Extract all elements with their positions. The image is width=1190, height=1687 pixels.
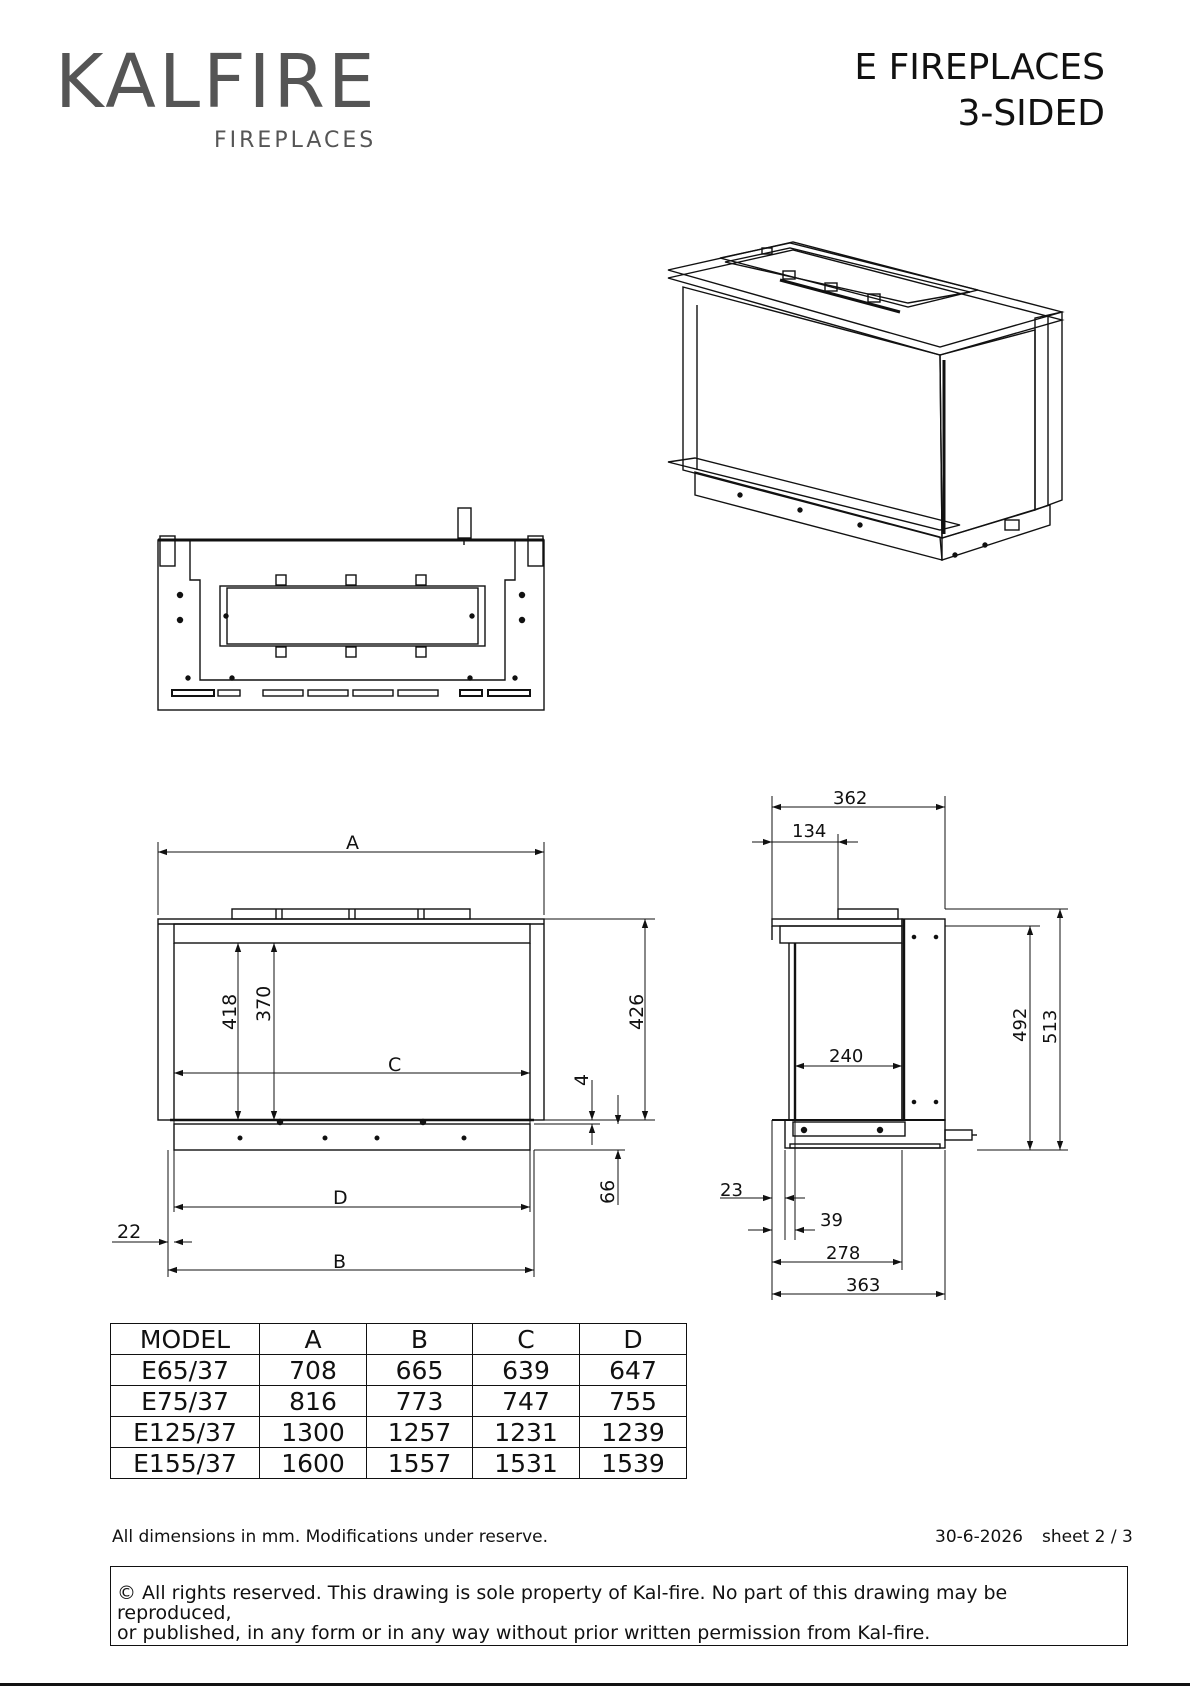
front-view xyxy=(157,908,545,1151)
brand-logo: KALFIRE xyxy=(55,39,378,125)
table-cell: E125/37 xyxy=(110,1416,260,1448)
table-row: E65/37 708 665 639 647 xyxy=(110,1354,687,1386)
dim-label-492: 492 xyxy=(1010,1008,1031,1042)
table-header-a: A xyxy=(259,1323,367,1355)
copyright-box: © All rights reserved. This drawing is s… xyxy=(110,1566,1128,1646)
top-view xyxy=(157,507,545,711)
table-cell: 1539 xyxy=(579,1447,687,1479)
page-bottom-rule xyxy=(0,1683,1190,1686)
dim-label-240: 240 xyxy=(829,1046,863,1067)
copyright-line-2: or published, in any form or in any way … xyxy=(117,1622,931,1644)
table-header-row: MODEL A B C D xyxy=(110,1323,687,1355)
table-cell: 1557 xyxy=(366,1447,473,1479)
side-view-dimensions xyxy=(720,796,1068,1300)
copyright-line-1: © All rights reserved. This drawing is s… xyxy=(117,1582,1008,1624)
table-cell: 708 xyxy=(259,1354,367,1386)
dim-label-513: 513 xyxy=(1040,1010,1061,1044)
brand-logo-subtitle: FIREPLACES xyxy=(214,128,377,153)
table-cell: 1231 xyxy=(472,1416,580,1448)
dim-label-363: 363 xyxy=(846,1275,880,1296)
dim-label-66: 66 xyxy=(597,1180,619,1204)
model-dimensions-table: MODEL A B C D E65/37 708 665 639 647 E75… xyxy=(110,1323,687,1479)
dim-label-b: B xyxy=(333,1251,346,1273)
front-view-dimensions xyxy=(112,842,655,1277)
table-cell: E65/37 xyxy=(110,1354,260,1386)
dim-label-4: 4 xyxy=(571,1074,593,1086)
drawing-date: 30-6-2026 xyxy=(935,1527,1023,1547)
table-row: E125/37 1300 1257 1231 1239 xyxy=(110,1416,687,1448)
dim-label-134: 134 xyxy=(792,821,826,842)
table-cell: 755 xyxy=(579,1385,687,1417)
dim-label-23: 23 xyxy=(720,1180,743,1201)
table-cell: 1600 xyxy=(259,1447,367,1479)
sheet-number: sheet 2 / 3 xyxy=(1042,1527,1133,1547)
table-row: E155/37 1600 1557 1531 1539 xyxy=(110,1447,687,1479)
table-cell: 1257 xyxy=(366,1416,473,1448)
table-cell: E75/37 xyxy=(110,1385,260,1417)
table-cell: 1239 xyxy=(579,1416,687,1448)
table-cell: 1300 xyxy=(259,1416,367,1448)
table-cell: 665 xyxy=(366,1354,473,1386)
dim-label-39: 39 xyxy=(820,1210,843,1231)
dim-label-a: A xyxy=(346,832,359,854)
table-row: E75/37 816 773 747 755 xyxy=(110,1385,687,1417)
table-header-model: MODEL xyxy=(110,1323,260,1355)
dim-label-278: 278 xyxy=(826,1243,860,1264)
dim-label-426: 426 xyxy=(626,994,648,1030)
table-cell: 1531 xyxy=(472,1447,580,1479)
table-cell: 747 xyxy=(472,1385,580,1417)
dim-label-c: C xyxy=(388,1054,401,1076)
copyright-notice: © All rights reserved. This drawing is s… xyxy=(117,1583,1117,1643)
document-title-line-2: 3-SIDED xyxy=(957,93,1105,134)
technical-drawing: A C D B 22 418 370 426 4 66 xyxy=(112,241,1068,1300)
dimensions-note: All dimensions in mm. Modifications unde… xyxy=(112,1527,549,1547)
table-cell: E155/37 xyxy=(110,1447,260,1479)
dim-label-d: D xyxy=(333,1187,348,1209)
document-title-line-1: E FIREPLACES xyxy=(854,47,1105,88)
side-view-dimension-labels: 362 134 240 492 513 23 39 278 363 xyxy=(720,788,1061,1296)
table-cell: 647 xyxy=(579,1354,687,1386)
table-cell: 639 xyxy=(472,1354,580,1386)
table-header-c: C xyxy=(472,1323,580,1355)
side-view xyxy=(771,908,977,1149)
dim-label-362: 362 xyxy=(833,788,867,809)
dim-label-370: 370 xyxy=(253,986,275,1022)
table-cell: 816 xyxy=(259,1385,367,1417)
table-cell: 773 xyxy=(366,1385,473,1417)
table-header-d: D xyxy=(579,1323,687,1355)
isometric-view xyxy=(667,241,1065,561)
dim-label-22: 22 xyxy=(117,1221,141,1243)
dim-label-418: 418 xyxy=(219,994,241,1030)
table-header-b: B xyxy=(366,1323,473,1355)
front-view-dimension-labels: A C D B 22 418 370 426 4 66 xyxy=(117,832,648,1273)
